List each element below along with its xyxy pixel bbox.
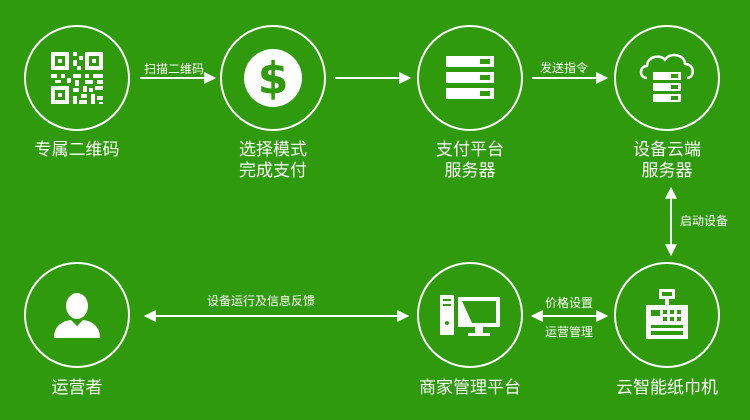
node-label-machine-line1: 云智能纸巾机 — [616, 378, 718, 398]
qr-code-icon — [51, 52, 103, 104]
node-label-pay-line2: 完成支付 — [239, 161, 307, 181]
node-label-platform: 支付平台 服务器 — [390, 140, 550, 182]
node-label-platform-line1: 支付平台 — [436, 140, 504, 160]
node-qr-code — [24, 25, 130, 131]
node-tissue-machine — [614, 262, 720, 368]
node-label-pay-line1: 选择模式 — [239, 140, 307, 160]
edge-label-price: 价格设置 — [545, 296, 594, 310]
node-merchant-platform — [417, 262, 523, 368]
edge-label-start: 启动设备 — [680, 214, 729, 228]
edge-label-ops: 运营管理 — [545, 325, 594, 339]
node-select-pay: $ — [220, 25, 326, 131]
node-cloud-server — [614, 25, 720, 131]
node-label-pay: 选择模式 完成支付 — [193, 140, 353, 182]
svg-text:$: $ — [258, 53, 289, 104]
edge-label-scan: 扫描二维码 — [144, 62, 205, 76]
node-label-merchant-line1: 商家管理平台 — [419, 378, 521, 398]
cloud-server-icon — [639, 53, 694, 102]
edge-label-command: 发送指令 — [540, 61, 589, 75]
node-label-cloud: 设备云端 服务器 — [587, 140, 747, 182]
cash-register-icon — [646, 289, 688, 339]
edge-label-feedback: 设备运行及信息反馈 — [207, 294, 316, 308]
person-icon — [54, 293, 100, 338]
node-label-platform-line2: 服务器 — [444, 161, 496, 181]
node-pay-platform — [417, 25, 523, 131]
node-label-qr-line1: 专属二维码 — [34, 140, 120, 160]
node-label-operator: 运营者 — [0, 378, 157, 399]
node-label-cloud-line2: 服务器 — [641, 161, 693, 181]
dollar-coin-icon: $ — [244, 49, 302, 107]
server-rack-icon — [446, 56, 494, 99]
node-label-operator-line1: 运营者 — [51, 378, 103, 398]
node-label-merchant: 商家管理平台 — [390, 378, 550, 399]
node-label-cloud-line1: 设备云端 — [633, 140, 701, 160]
node-label-machine: 云智能纸巾机 — [587, 378, 747, 399]
node-label-qr: 专属二维码 — [0, 140, 157, 161]
node-operator — [24, 262, 130, 368]
computer-monitor-icon — [440, 295, 500, 336]
